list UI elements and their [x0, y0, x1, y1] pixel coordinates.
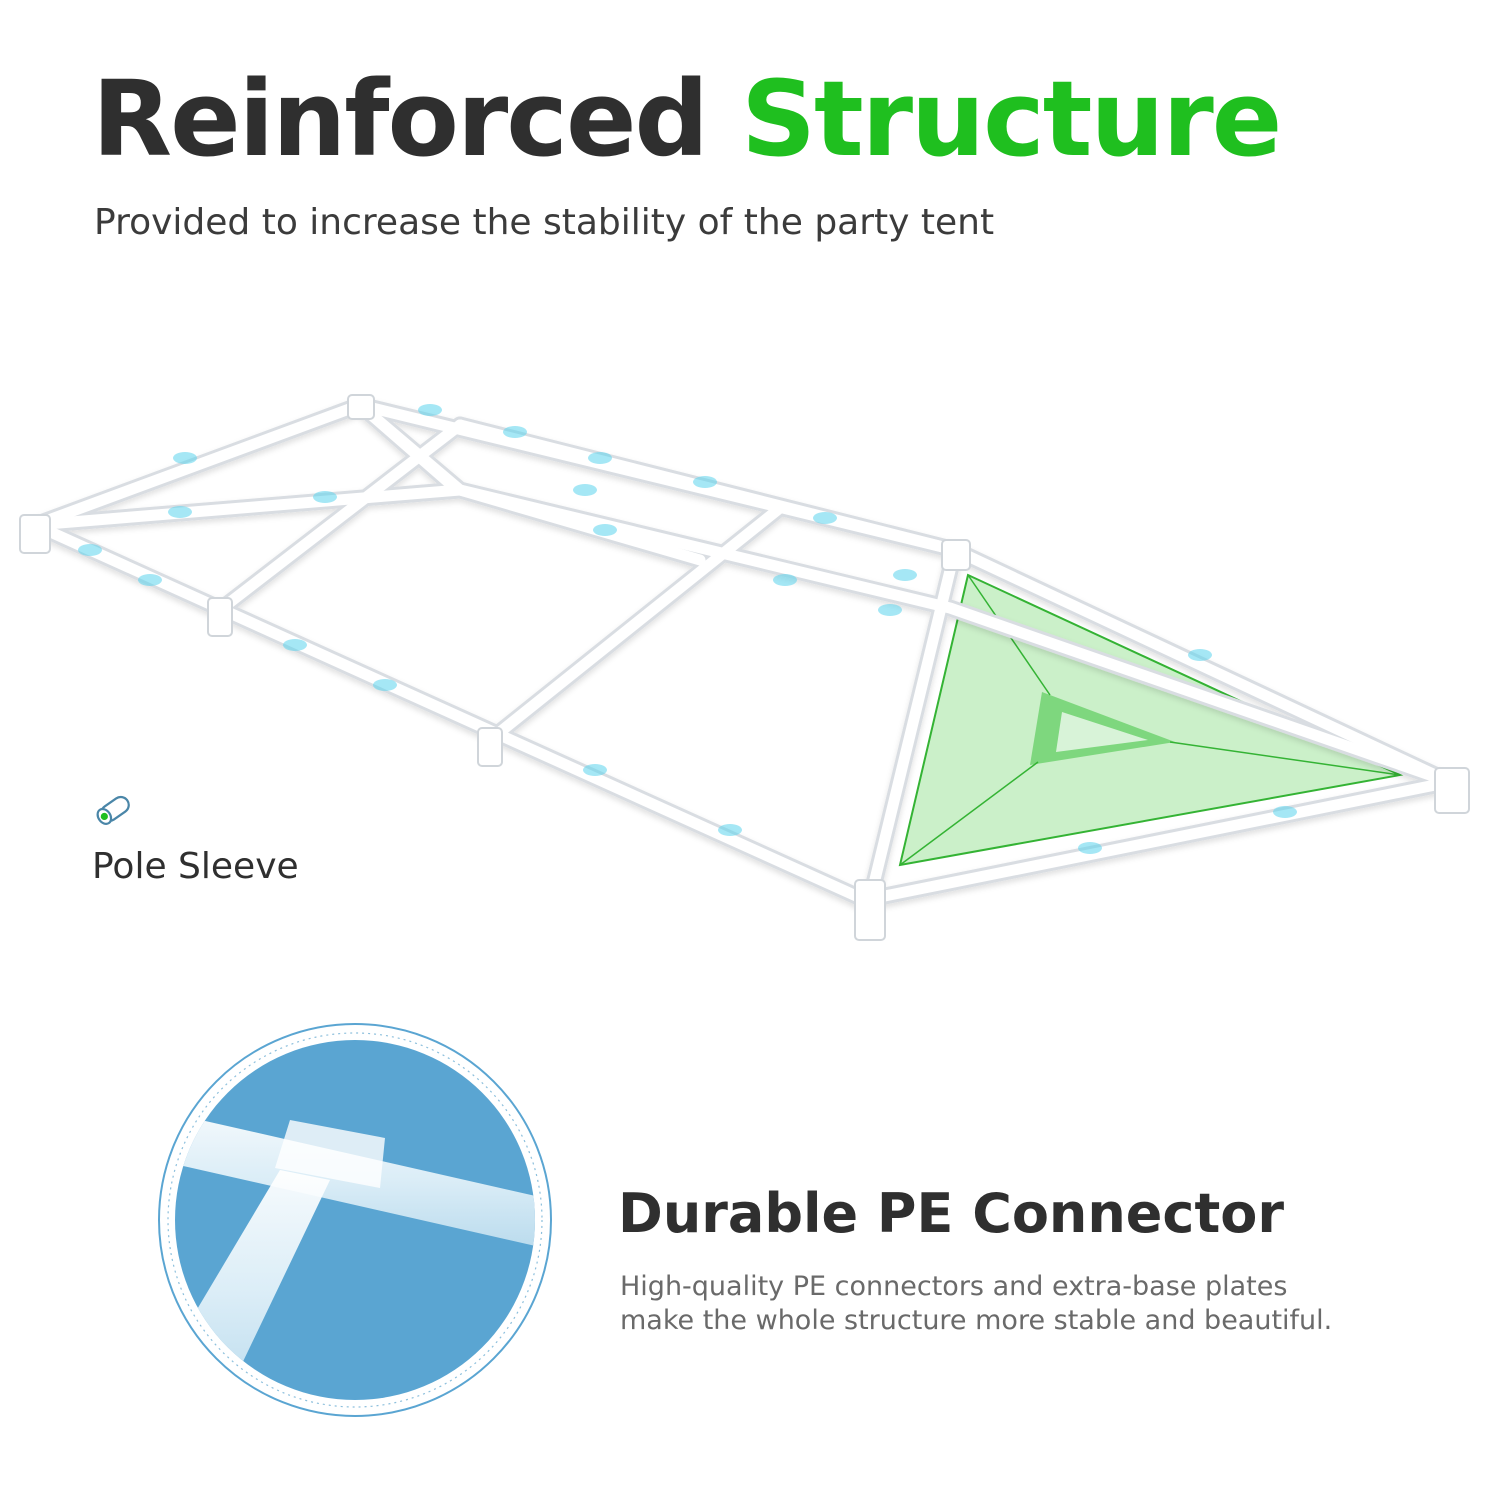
- connector-title: Durable PE Connector: [618, 1182, 1284, 1245]
- pole-sleeve-label: Pole Sleeve: [92, 846, 299, 887]
- connector-detail-image: [158, 1023, 552, 1417]
- subtitle: Provided to increase the stability of th…: [94, 202, 995, 243]
- headline: Reinforced Structure: [92, 62, 1282, 176]
- headline-dark-word: Reinforced: [92, 58, 709, 180]
- tent-frame-illustration: [19, 394, 1470, 941]
- connector-description: High-quality PE connectors and extra-bas…: [620, 1271, 1333, 1336]
- reinforced-triangle-highlight: [898, 573, 1404, 867]
- headline-accent-word: Structure: [741, 58, 1282, 180]
- pole-sleeve-icon: [96, 795, 130, 825]
